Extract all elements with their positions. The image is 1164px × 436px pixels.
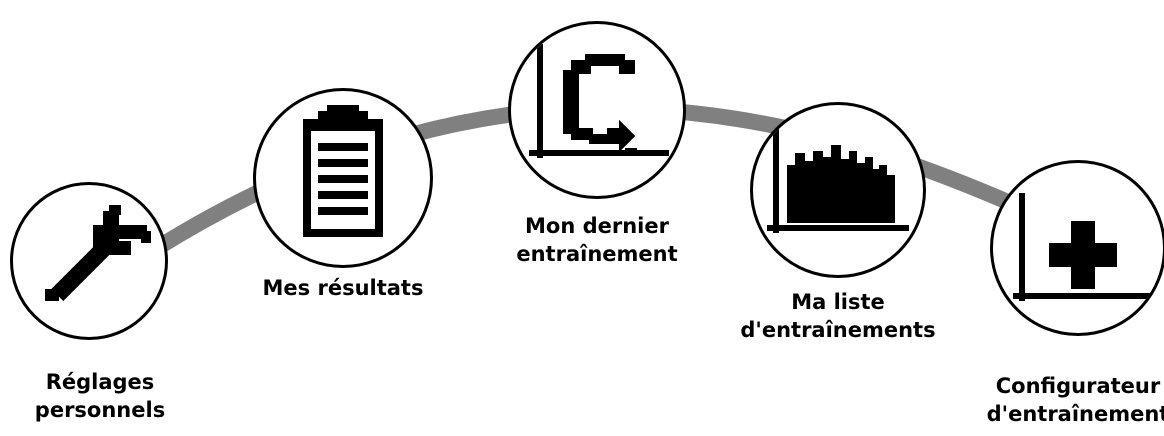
menu-item-circle[interactable] [750, 102, 926, 278]
label-line-2: d'entraînements [740, 318, 936, 342]
label-line-1: Mon dernier [525, 214, 669, 238]
label-line-1: Ma liste [791, 290, 885, 314]
clipboard-icon [303, 105, 383, 237]
add-chart-icon [1013, 193, 1153, 301]
wrench-icon [45, 205, 151, 301]
menu-item-label: Mon dernier entraînement [487, 212, 707, 268]
menu-item-circle[interactable] [990, 160, 1164, 336]
menu-item-circle[interactable] [508, 21, 686, 199]
label-line-2: personnels [34, 398, 166, 422]
menu-item-label: Configurateur d'entraînement [968, 372, 1164, 428]
replay-chart-icon [529, 44, 669, 158]
label-line-1: Mes résultats [262, 276, 424, 300]
menu-item-label: Réglages personnels [0, 368, 200, 424]
label-line-2: entraînement [516, 242, 678, 266]
menu-item-circle[interactable] [10, 182, 168, 340]
bar-chart-icon [767, 125, 909, 233]
label-line-2: d'entraînement [986, 402, 1164, 426]
menu-item-label: Ma liste d'entraînements [728, 288, 948, 344]
label-line-1: Configurateur [995, 374, 1161, 398]
menu-item-circle[interactable] [253, 88, 433, 268]
label-line-1: Réglages [45, 370, 155, 394]
menu-item-label: Mes résultats [233, 274, 453, 302]
